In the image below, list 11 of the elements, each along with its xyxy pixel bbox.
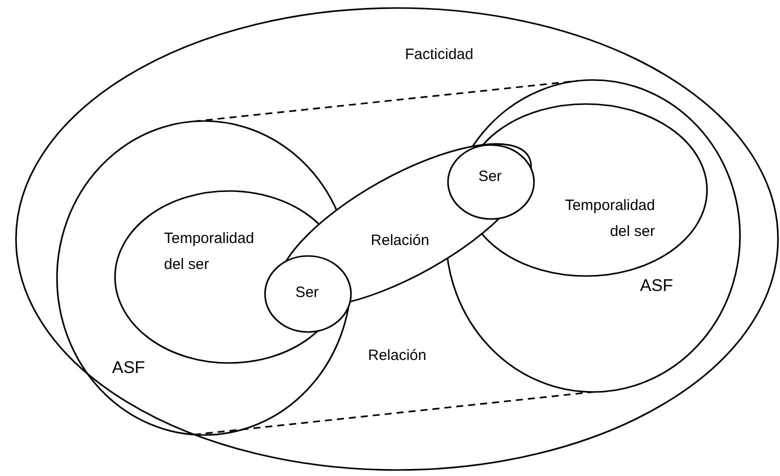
region-label: Temporalidad del ser [164, 229, 256, 275]
region-label: Relación [370, 230, 430, 251]
region-label: Relación [368, 346, 428, 366]
region-label: ASF [112, 357, 146, 379]
region-label: Ser [294, 283, 320, 303]
region-label: Ser [477, 167, 503, 187]
dashed-line [194, 80, 578, 122]
region-label: Temporalidad del ser [564, 196, 655, 242]
region-label: ASF [640, 275, 674, 297]
region-label: Facticidad [405, 45, 474, 65]
dashed-line [194, 391, 594, 436]
